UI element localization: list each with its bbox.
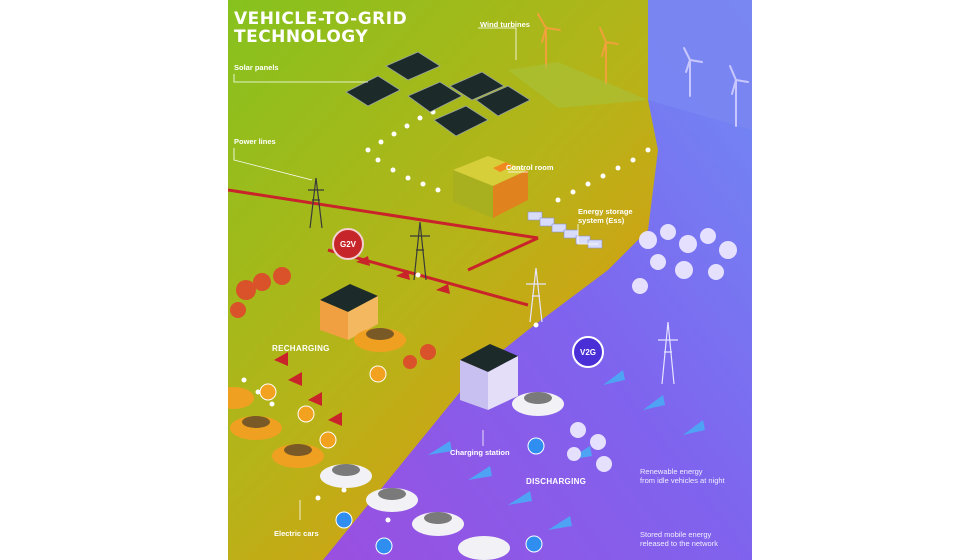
label-wind-turbines: Wind turbines bbox=[480, 20, 530, 29]
g2v-power-lines bbox=[228, 188, 539, 307]
electric-car-white bbox=[458, 536, 510, 560]
electric-car-orange bbox=[354, 328, 406, 352]
electric-car-orange bbox=[228, 387, 254, 409]
trees-cool bbox=[567, 224, 737, 472]
label-electric-cars: Electric cars bbox=[274, 529, 319, 538]
label-renewable-energy: Renewable energy from idle vehicles at n… bbox=[640, 467, 725, 485]
label-stored-energy: Stored mobile energy released to the net… bbox=[640, 530, 718, 548]
electric-car-white bbox=[366, 488, 418, 512]
title-line-2: TECHNOLOGY bbox=[234, 27, 369, 47]
house-with-solar-roof bbox=[460, 344, 518, 410]
v2g-badge: V2G bbox=[572, 336, 604, 368]
label-leader-lines bbox=[233, 27, 598, 520]
g2v-arrows bbox=[274, 256, 450, 426]
vehicle-to-grid-zone bbox=[323, 0, 752, 560]
label-ess-line-1: Energy storage bbox=[578, 207, 633, 216]
label-stored-line-1: Stored mobile energy bbox=[640, 530, 712, 539]
label-solar-panels: Solar panels bbox=[234, 63, 279, 72]
electric-car-white bbox=[512, 392, 564, 416]
title-line-1: VEHICLE-TO-GRID bbox=[234, 9, 408, 29]
house-with-solar-roof bbox=[320, 284, 378, 340]
energy-path-dots bbox=[241, 109, 651, 523]
control-room-building bbox=[453, 156, 528, 218]
label-energy-storage: Energy storage system (Ess) bbox=[578, 207, 633, 225]
power-pylons bbox=[308, 177, 430, 281]
battery-icon-warm bbox=[259, 365, 387, 449]
page-title: VEHICLE-TO-GRID TECHNOLOGY bbox=[234, 10, 407, 46]
label-ess-line-2: system (Ess) bbox=[578, 216, 625, 225]
electric-car-orange bbox=[272, 444, 324, 468]
label-discharging: DISCHARGING bbox=[526, 477, 587, 486]
g2v-badge: G2V bbox=[332, 228, 364, 260]
infographic: VEHICLE-TO-GRID TECHNOLOGY Wind turbines… bbox=[228, 0, 752, 560]
electric-car-white bbox=[412, 512, 464, 536]
scene-illustration bbox=[228, 0, 752, 560]
label-power-lines: Power lines bbox=[234, 137, 276, 146]
trees-warm bbox=[230, 267, 436, 369]
electric-car-white bbox=[320, 464, 372, 488]
label-recharging: RECHARGING bbox=[272, 344, 330, 353]
wind-turbine-group bbox=[508, 13, 749, 127]
battery-icon-cool bbox=[335, 437, 545, 555]
label-stored-line-2: released to the network bbox=[640, 539, 718, 548]
label-charging-station: Charging station bbox=[450, 448, 510, 457]
solar-panel-field bbox=[345, 51, 531, 137]
electric-car-orange bbox=[230, 416, 282, 440]
label-control-room: Control room bbox=[506, 163, 554, 172]
label-renewable-line-1: Renewable energy bbox=[640, 467, 703, 476]
label-renewable-line-2: from idle vehicles at night bbox=[640, 476, 725, 485]
